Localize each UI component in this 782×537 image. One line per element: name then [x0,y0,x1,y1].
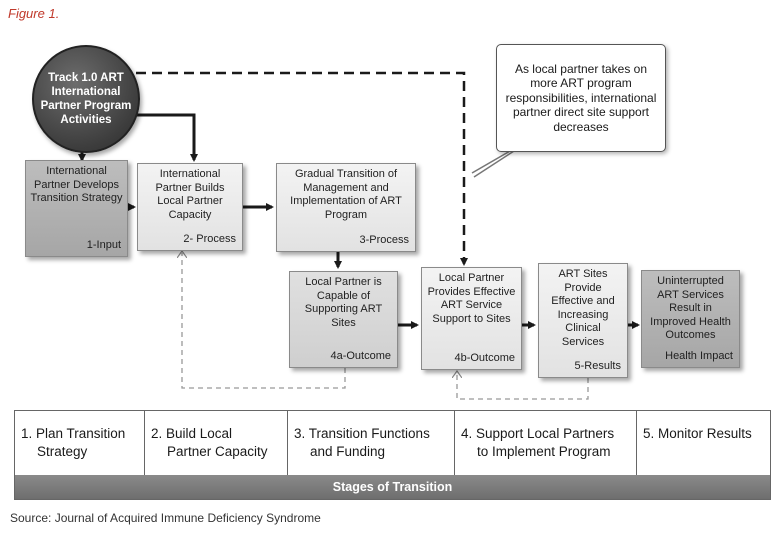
box-process-2-stage: 2- Process [183,232,236,245]
box-outcome-4a: Local Partner is Capable of Supporting A… [289,271,398,368]
stage-3-line2: and Funding [310,444,386,459]
callout-note: As local partner takes on more ART progr… [496,44,666,152]
box-process-2-text: International Partner Builds Local Partn… [155,168,225,221]
box-results-5: ART Sites Provide Effective and Increasi… [538,263,628,378]
stage-2: 2. Build Local Partner Capacity [145,411,288,475]
box-outcome-4a-stage: 4a-Outcome [330,349,391,362]
box-results-5-stage: 5-Results [574,359,621,372]
dashed-arrow-circle-to-4b [136,71,468,266]
feedback-results-to-4b [457,373,589,400]
box-outcome-4b-text: Local Partner Provides Effective ART Ser… [427,272,516,325]
stage-4: 4. Support Local Partners to Implement P… [455,411,637,475]
track-activities-circle: Track 1.0 ART International Partner Prog… [32,45,140,153]
stages-table: 1. Plan Transition Strategy 2. Build Loc… [14,410,771,500]
feedback-4a-to-process2 [182,253,346,389]
callout-pointer [471,150,511,174]
arrow-circle-to-process2 [136,113,198,162]
box-health-impact-text: Uninterrupted ART Services Result in Imp… [650,275,731,341]
stage-5-line1: 5. Monitor Results [643,426,752,441]
stage-5: 5. Monitor Results [637,411,770,475]
stage-1-line1: 1. Plan Transition [21,426,126,441]
box-process-3: Gradual Transition of Management and Imp… [276,163,416,252]
stage-1-line2: Strategy [37,444,88,459]
box-input-text: International Partner Develops Transitio… [30,165,123,204]
box-input-stage: 1-Input [86,238,121,251]
box-health-impact: Uninterrupted ART Services Result in Imp… [641,270,740,368]
box-outcome-4b: Local Partner Provides Effective ART Ser… [421,267,522,370]
box-process-3-text: Gradual Transition of Management and Imp… [290,168,402,221]
stage-4-line1: 4. Support Local Partners [461,426,615,441]
stage-3: 3. Transition Functions and Funding [288,411,455,475]
stage-1: 1. Plan Transition Strategy [15,411,145,475]
stages-row: 1. Plan Transition Strategy 2. Build Loc… [15,411,770,475]
callout-text: As local partner takes on more ART progr… [505,61,657,134]
box-outcome-4a-text: Local Partner is Capable of Supporting A… [304,276,383,329]
stage-2-line1: 2. Build Local [151,426,233,441]
box-input: International Partner Develops Transitio… [25,160,128,257]
stage-4-line2: to Implement Program [477,444,611,459]
source-note: Source: Journal of Acquired Immune Defic… [10,511,321,525]
box-process-3-stage: 3-Process [359,233,409,246]
box-health-impact-stage: Health Impact [665,349,733,362]
box-results-5-text: ART Sites Provide Effective and Increasi… [551,268,615,348]
stage-3-line1: 3. Transition Functions [294,426,430,441]
figure-label: Figure 1. [8,6,60,21]
box-process-2: International Partner Builds Local Partn… [137,163,243,251]
circle-text: Track 1.0 ART International Partner Prog… [40,72,132,126]
box-outcome-4b-stage: 4b-Outcome [454,351,515,364]
stages-footer: Stages of Transition [15,475,770,499]
stage-2-line2: Partner Capacity [167,444,268,459]
